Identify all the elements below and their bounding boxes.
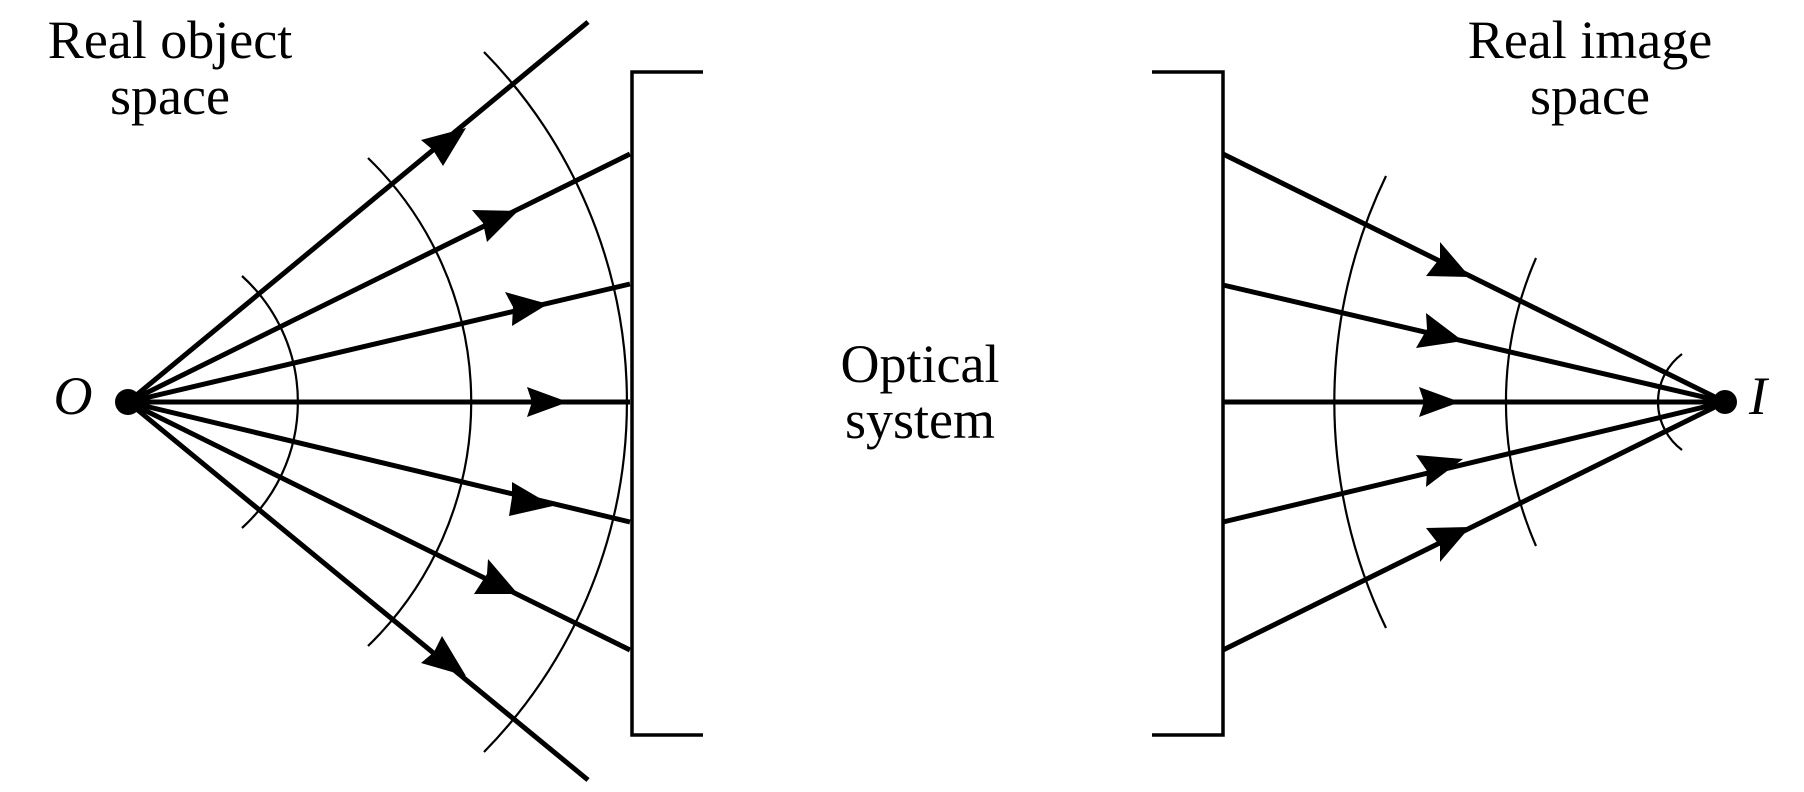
image-wavefronts [1333,175,1683,629]
object-wavefronts [241,51,629,753]
arrowhead-icon [505,292,548,326]
real-object-space-label-line1: Real object [47,10,293,70]
object-wavefront [483,51,629,753]
arrowhead-icon [509,482,553,516]
image-ray [1221,399,1727,653]
optical-system-left-bracket [630,70,703,737]
object-point-dot [115,389,141,415]
object-wavefront [241,275,299,529]
image-wavefront [1504,257,1538,547]
arrowhead-icon [472,210,518,242]
arrowhead-icon [1416,313,1463,348]
image-ray [1222,282,1726,405]
object-arrowheads [421,128,568,676]
real-image-space-label: Real image space [1430,12,1750,124]
object-point-label: O [53,366,93,426]
image-wavefront [1333,175,1387,629]
object-ray [126,151,632,405]
arrowhead-icon [421,128,466,166]
optical-system-right-bracket [1152,70,1225,737]
optical-system-label: Optical system [800,336,1040,448]
real-image-space-label-line2: space [1530,66,1650,126]
real-object-space-label: Real object space [10,12,330,124]
real-image-space-label-line1: Real image [1467,10,1713,70]
arrowhead-icon [1426,242,1470,277]
arrowhead-icon [1426,527,1470,562]
object-rays [126,20,632,782]
arrowhead-icon [474,559,518,594]
real-object-space-label-line2: space [110,66,230,126]
image-arrowheads [1416,242,1470,562]
object-wavefront [367,157,473,647]
image-rays [1221,151,1727,653]
object-ray [126,20,590,404]
optical-system-label-line2: system [844,390,995,450]
object-ray [127,399,631,525]
arrowhead-icon [1419,387,1460,417]
optical-system-label-line1: Optical [840,334,1000,394]
image-point-dot [1713,390,1737,414]
object-ray [126,399,632,653]
object-ray [126,400,590,782]
arrowhead-icon [421,636,466,676]
image-ray [1221,151,1727,405]
image-wavefront [1656,353,1683,451]
arrowhead-icon [527,387,568,417]
arrowhead-icon [1416,455,1463,487]
image-point-label: I [1749,366,1767,426]
image-ray [1222,399,1726,525]
